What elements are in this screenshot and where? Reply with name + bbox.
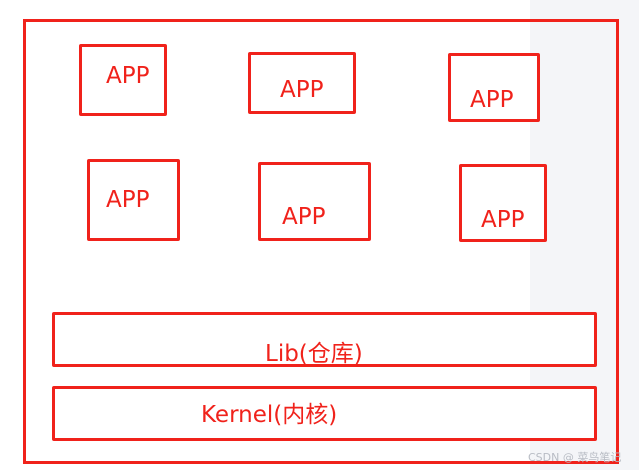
- watermark: CSDN @ 菜鸟笔记: [528, 451, 622, 464]
- app-box: APP: [448, 53, 540, 122]
- kernel-layer: Kernel(内核): [52, 386, 597, 441]
- system-frame: [23, 19, 619, 464]
- app-box: APP: [79, 44, 167, 116]
- app-label: APP: [106, 187, 150, 213]
- kernel-label: Kernel(内核): [201, 402, 338, 428]
- app-box: APP: [87, 159, 180, 241]
- app-box: APP: [248, 52, 356, 114]
- app-box: APP: [258, 162, 371, 241]
- app-label: APP: [470, 87, 514, 113]
- app-label: APP: [282, 204, 326, 230]
- lib-label: Lib(仓库): [265, 341, 363, 367]
- app-label: APP: [280, 77, 324, 103]
- app-label: APP: [106, 63, 150, 89]
- app-label: APP: [481, 207, 525, 233]
- lib-layer: Lib(仓库): [52, 312, 597, 367]
- app-box: APP: [459, 164, 547, 242]
